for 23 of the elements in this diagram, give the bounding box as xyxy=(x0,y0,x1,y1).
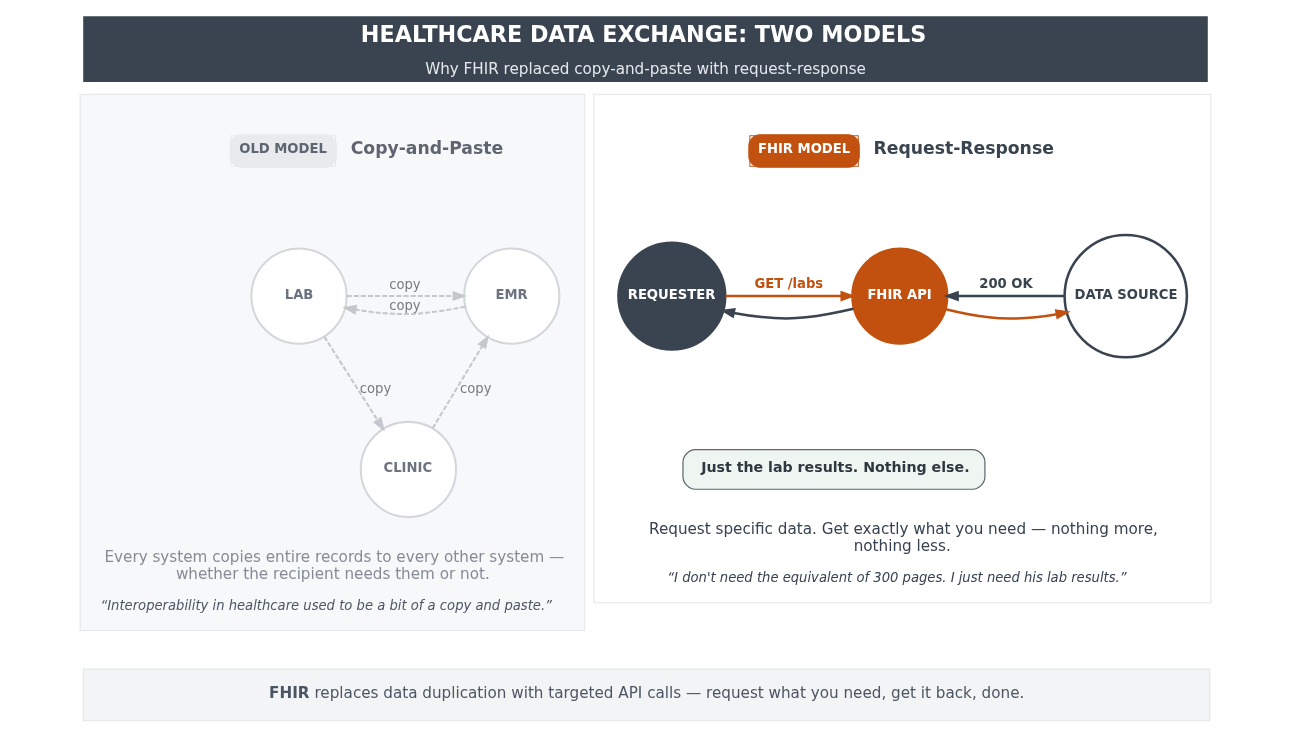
edge-label: copy xyxy=(459,380,492,396)
node-label: Request-Response xyxy=(872,138,1054,159)
edge-label: copy xyxy=(388,297,421,313)
edge-label: copy xyxy=(359,380,391,396)
arrow xyxy=(341,304,465,316)
edge-label: copy xyxy=(388,277,421,293)
edge-label: GET /labs xyxy=(753,276,823,292)
node-circle: DATA SOURCE xyxy=(1062,233,1188,359)
node-circle: LAB xyxy=(249,247,348,345)
node-box: Just the lab results. Nothing else. xyxy=(681,449,985,490)
arrow xyxy=(346,291,467,302)
arrow xyxy=(943,290,1064,302)
node-circle: FHIR API xyxy=(850,247,948,345)
caption: Why FHIR replaced copy-and-paste with request-response xyxy=(424,59,866,78)
edge-label: 200 OK xyxy=(978,276,1033,292)
arrow xyxy=(944,307,1071,320)
node-circle: CLINIC xyxy=(359,420,457,519)
diagram-title: HEALTHCARE DATA EXCHANGE: TWO MODELS xyxy=(360,20,926,47)
arrow xyxy=(431,334,489,429)
node-circle: EMR xyxy=(462,247,560,345)
arrow xyxy=(323,336,385,432)
node-label: Copy-and-Paste xyxy=(350,138,503,159)
node-circle: REQUESTER xyxy=(616,241,726,351)
